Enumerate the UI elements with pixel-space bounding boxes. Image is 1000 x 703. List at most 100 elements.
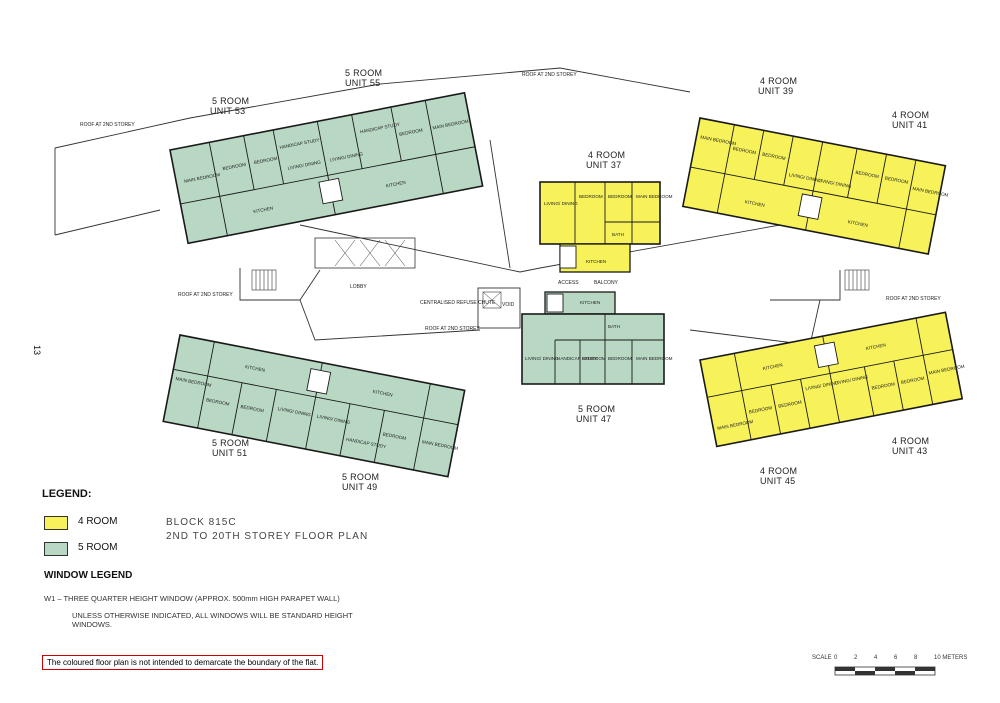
u41-bedroom-2: BEDROOM xyxy=(884,175,908,184)
svg-text:5 ROOM: 5 ROOM xyxy=(212,96,249,106)
scale-tick-6: 6 xyxy=(894,655,898,661)
unit-37-block: LIVING/ DINING BEDROOM BEDROOM MAIN BEDR… xyxy=(539,181,673,273)
u51-living: LIVING/ DINING xyxy=(277,406,311,417)
storey-range: 2ND TO 20TH STOREY FLOOR PLAN xyxy=(166,531,369,542)
roof-note-top-left: ROOF AT 2ND STOREY xyxy=(80,122,135,128)
scale-tick-0: 0 xyxy=(834,655,838,661)
svg-text:4 ROOM: 4 ROOM xyxy=(760,76,797,86)
u41-kitchen: KITCHEN xyxy=(847,219,868,228)
five-room-swatch xyxy=(44,542,68,556)
unit-51-label: 5 ROOM UNIT 51 xyxy=(212,438,249,458)
unit-43-label: 4 ROOM UNIT 43 xyxy=(892,436,929,456)
scale-bar: SCALE 0 2 4 6 8 10 METERS xyxy=(812,653,982,683)
u45-bedroom-2: BEDROOM xyxy=(778,399,802,408)
u47-bath: BATH xyxy=(608,324,620,329)
svg-text:UNIT 37: UNIT 37 xyxy=(586,160,621,170)
balcony-label: BALCONY xyxy=(594,280,619,286)
u37-bath: BATH xyxy=(612,232,624,237)
svg-text:UNIT 51: UNIT 51 xyxy=(212,448,247,458)
u37-main-bedroom: MAIN BEDROOM xyxy=(636,194,673,199)
u47-main-bedroom: MAIN BEDROOM xyxy=(636,356,673,361)
u37-kitchen: KITCHEN xyxy=(586,259,606,264)
u39-bedroom-1: BEDROOM xyxy=(732,146,756,155)
svg-text:5 ROOM: 5 ROOM xyxy=(345,68,382,78)
u39-bedroom-2: BEDROOM xyxy=(762,152,786,161)
scale-tick-10: 10 METERS xyxy=(934,655,968,661)
svg-text:4 ROOM: 4 ROOM xyxy=(892,110,929,120)
u45-bedroom-1: BEDROOM xyxy=(748,405,772,414)
svg-text:4 ROOM: 4 ROOM xyxy=(588,150,625,160)
u47-study: HANDICAP STUDY xyxy=(557,356,598,361)
u39-main-bedroom: MAIN BEDROOM xyxy=(700,134,737,146)
window-w1-definition: W1 – THREE QUARTER HEIGHT WINDOW (APPROX… xyxy=(44,594,340,603)
lobby-label: LOBBY xyxy=(350,284,367,290)
unit-45-label: 4 ROOM UNIT 45 xyxy=(760,466,797,486)
void-label: VOID xyxy=(502,302,515,308)
u43-bedroom-1: BEDROOM xyxy=(871,381,895,390)
u53-kitchen: KITCHEN xyxy=(253,205,274,214)
unit-49-label: 5 ROOM UNIT 49 xyxy=(342,472,379,492)
staircase-left xyxy=(251,269,277,291)
svg-text:UNIT 55: UNIT 55 xyxy=(345,78,380,88)
scale-tick-8: 8 xyxy=(914,655,918,661)
svg-text:4 ROOM: 4 ROOM xyxy=(892,436,929,446)
u51-kitchen: KITCHEN xyxy=(245,364,266,373)
u41-living: LIVING/ DINING xyxy=(818,178,852,189)
u41-main-bedroom: MAIN BEDROOM xyxy=(912,186,949,198)
unit-37-label: 4 ROOM UNIT 37 xyxy=(586,150,625,170)
svg-text:UNIT 53: UNIT 53 xyxy=(210,106,245,116)
u53-main-bedroom: MAIN BEDROOM xyxy=(184,172,221,184)
u43-kitchen: KITCHEN xyxy=(865,342,886,351)
svg-text:5 ROOM: 5 ROOM xyxy=(212,438,249,448)
four-room-label: 4 ROOM xyxy=(78,516,118,527)
roof-notes: ROOF AT 2ND STOREY ROOF AT 2ND STOREY RO… xyxy=(80,72,941,332)
scale-tick-4: 4 xyxy=(874,655,878,661)
u51-bedroom-1: BEDROOM xyxy=(206,397,230,406)
window-legend-title: WINDOW LEGEND xyxy=(44,570,133,581)
unit-47-label: 5 ROOM UNIT 47 xyxy=(576,404,615,424)
block-name: BLOCK 815C xyxy=(166,517,237,528)
disclaimer: The coloured floor plan is not intended … xyxy=(42,655,324,670)
unit-53-label: 5 ROOM UNIT 53 xyxy=(210,96,249,116)
u43-bedroom-2: BEDROOM xyxy=(901,376,925,385)
roof-note-right: ROOF AT 2ND STOREY xyxy=(886,296,941,302)
unit-47-block: KITCHEN BATH LIVING/ DINING HANDICAP STU… xyxy=(521,291,673,385)
u49-bedroom-1: BEDROOM xyxy=(382,432,406,441)
svg-text:4 ROOM: 4 ROOM xyxy=(760,466,797,476)
svg-text:5 ROOM: 5 ROOM xyxy=(578,404,615,414)
staircase-right xyxy=(844,269,870,291)
window-note: UNLESS OTHERWISE INDICATED, ALL WINDOWS … xyxy=(72,611,353,629)
u51-main-bedroom: MAIN BEDROOM xyxy=(175,376,212,388)
roof-note-top-center: ROOF AT 2ND STOREY xyxy=(522,72,577,78)
plan-title: BLOCK 815C 2ND TO 20TH STOREY FLOOR PLAN xyxy=(166,516,368,544)
unit-51-49-block: MAIN BEDROOM BEDROOM BEDROOM LIVING/ DIN… xyxy=(162,334,466,478)
u53-bedroom-2: BEDROOM xyxy=(253,156,277,165)
legend: LEGEND: 4 ROOM 5 ROOM BLOCK 815C 2ND TO … xyxy=(36,488,456,668)
u37-bedroom-2: BEDROOM xyxy=(608,194,632,199)
u45-living: LIVING/ DINING xyxy=(805,380,839,391)
roof-note-left: ROOF AT 2ND STOREY xyxy=(178,292,233,298)
svg-text:UNIT 43: UNIT 43 xyxy=(892,446,927,456)
u55-living: LIVING/ DINING xyxy=(329,151,363,162)
u45-main-bedroom: MAIN BEDROOM xyxy=(717,419,754,431)
u37-bedroom-1: BEDROOM xyxy=(579,194,603,199)
access-label: ACCESS xyxy=(558,280,579,286)
unit-55-label: 5 ROOM UNIT 55 xyxy=(345,68,382,88)
u55-kitchen: KITCHEN xyxy=(385,180,406,189)
u55-main-bedroom: MAIN BEDROOM xyxy=(432,119,469,131)
unit-39-41-block: MAIN BEDROOM BEDROOM BEDROOM LIVING/ DIN… xyxy=(681,117,949,255)
u47-kitchen: KITCHEN xyxy=(580,300,600,305)
u53-living: LIVING/ DINING xyxy=(287,159,321,170)
five-room-label: 5 ROOM xyxy=(78,542,118,553)
u37-living: LIVING/ DINING xyxy=(544,201,578,206)
u39-kitchen: KITCHEN xyxy=(744,199,765,208)
unit-53-55-block: MAIN BEDROOM BEDROOM BEDROOM HANDICAP ST… xyxy=(169,91,484,245)
scale-bar-graphic xyxy=(834,666,936,676)
u43-living: LIVING/ DINING xyxy=(834,374,868,385)
page-number: 13 xyxy=(32,344,43,356)
u47-bedroom-2: BEDROOM xyxy=(608,356,632,361)
roof-note-center: ROOF AT 2ND STOREY xyxy=(425,326,480,332)
u41-bedroom-1: BEDROOM xyxy=(855,170,879,179)
legend-title: LEGEND: xyxy=(42,488,92,500)
